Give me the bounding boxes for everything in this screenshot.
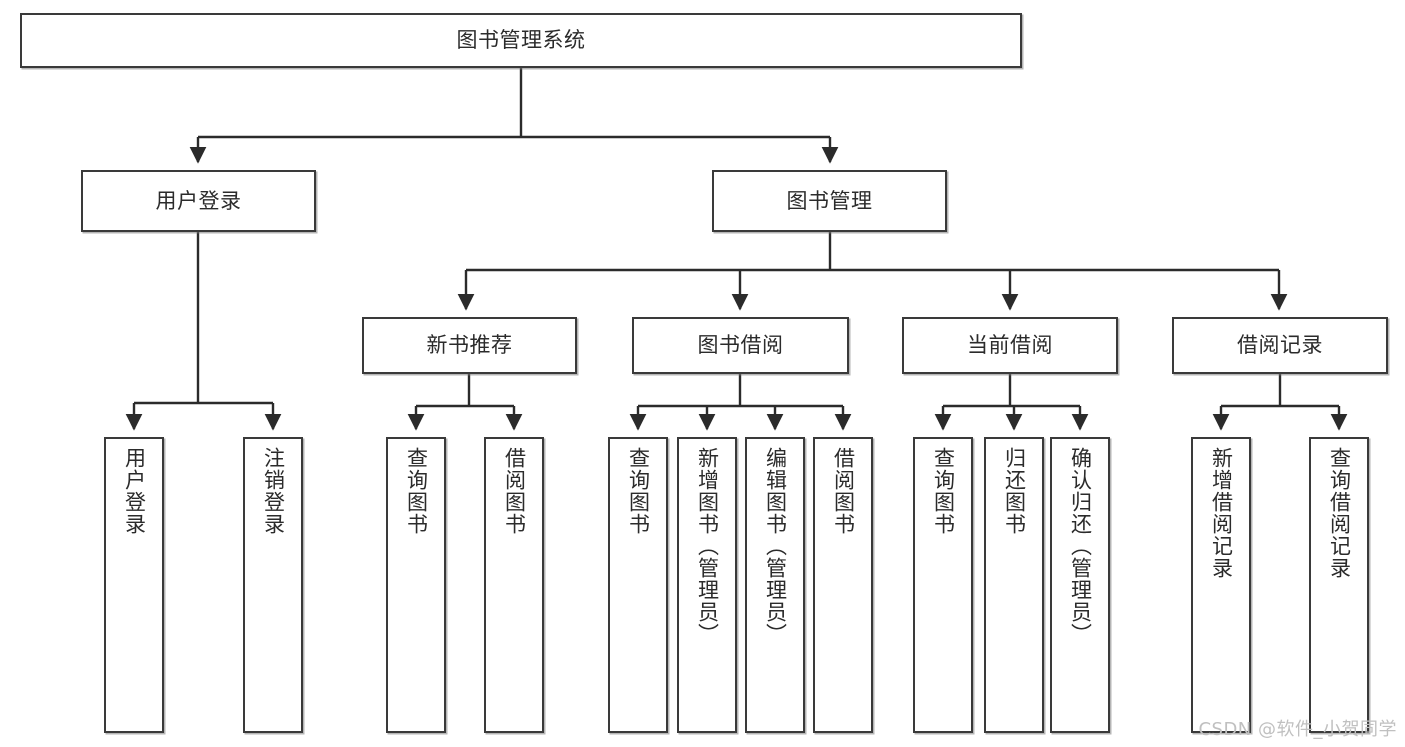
leaf-query-book-cb-label: 查询图书: [931, 447, 956, 535]
leaf-query-book-nbr-label: 查询图书: [404, 447, 429, 535]
leaf-logout-login-label: 注销登录: [261, 447, 286, 535]
node-new-book-recommend[interactable]: 新书推荐: [362, 317, 577, 374]
leaf-confirm-return-label: 确认归还（管理员）: [1068, 447, 1093, 645]
leaf-return-book-label: 归还图书: [1002, 447, 1027, 535]
leaf-return-book[interactable]: 归还图书: [984, 437, 1044, 733]
leaf-borrow-book-nbr-label: 借阅图书: [502, 447, 527, 535]
csdn-watermark: CSDN @软件_小贺同学: [1198, 719, 1397, 740]
leaf-user-login[interactable]: 用户登录: [104, 437, 164, 733]
leaf-confirm-return[interactable]: 确认归还（管理员）: [1050, 437, 1110, 733]
node-current-borrow-label: 当前借阅: [967, 333, 1053, 358]
node-user-login[interactable]: 用户登录: [81, 170, 316, 232]
leaf-query-record[interactable]: 查询借阅记录: [1309, 437, 1369, 733]
leaf-user-login-label: 用户登录: [122, 447, 147, 535]
node-current-borrow[interactable]: 当前借阅: [902, 317, 1118, 374]
node-book-borrow-label: 图书借阅: [697, 333, 784, 358]
leaf-query-book-bb[interactable]: 查询图书: [608, 437, 668, 733]
node-book-manage[interactable]: 图书管理: [712, 170, 947, 232]
node-new-book-recommend-label: 新书推荐: [426, 333, 513, 358]
node-root[interactable]: 图书管理系统: [20, 13, 1022, 68]
leaf-query-book-cb[interactable]: 查询图书: [913, 437, 973, 733]
node-book-borrow[interactable]: 图书借阅: [632, 317, 849, 374]
leaf-add-book[interactable]: 新增图书（管理员）: [677, 437, 737, 733]
node-root-label: 图书管理系统: [456, 28, 586, 53]
leaf-query-book-bb-label: 查询图书: [626, 447, 651, 535]
leaf-borrow-book-bb[interactable]: 借阅图书: [813, 437, 873, 733]
leaf-edit-book[interactable]: 编辑图书（管理员）: [745, 437, 805, 733]
node-borrow-record-label: 借阅记录: [1237, 333, 1323, 358]
node-borrow-record[interactable]: 借阅记录: [1172, 317, 1388, 374]
leaf-query-record-label: 查询借阅记录: [1327, 447, 1352, 579]
leaf-add-record-label: 新增借阅记录: [1209, 447, 1234, 579]
leaf-add-record[interactable]: 新增借阅记录: [1191, 437, 1251, 733]
leaf-logout-login[interactable]: 注销登录: [243, 437, 303, 733]
node-book-manage-label: 图书管理: [786, 188, 873, 213]
node-user-login-label: 用户登录: [155, 188, 242, 213]
leaf-borrow-book-bb-label: 借阅图书: [831, 447, 856, 535]
leaf-edit-book-label: 编辑图书（管理员）: [763, 447, 788, 645]
leaf-query-book-nbr[interactable]: 查询图书: [386, 437, 446, 733]
leaf-add-book-label: 新增图书（管理员）: [695, 447, 720, 645]
leaf-borrow-book-nbr[interactable]: 借阅图书: [484, 437, 544, 733]
